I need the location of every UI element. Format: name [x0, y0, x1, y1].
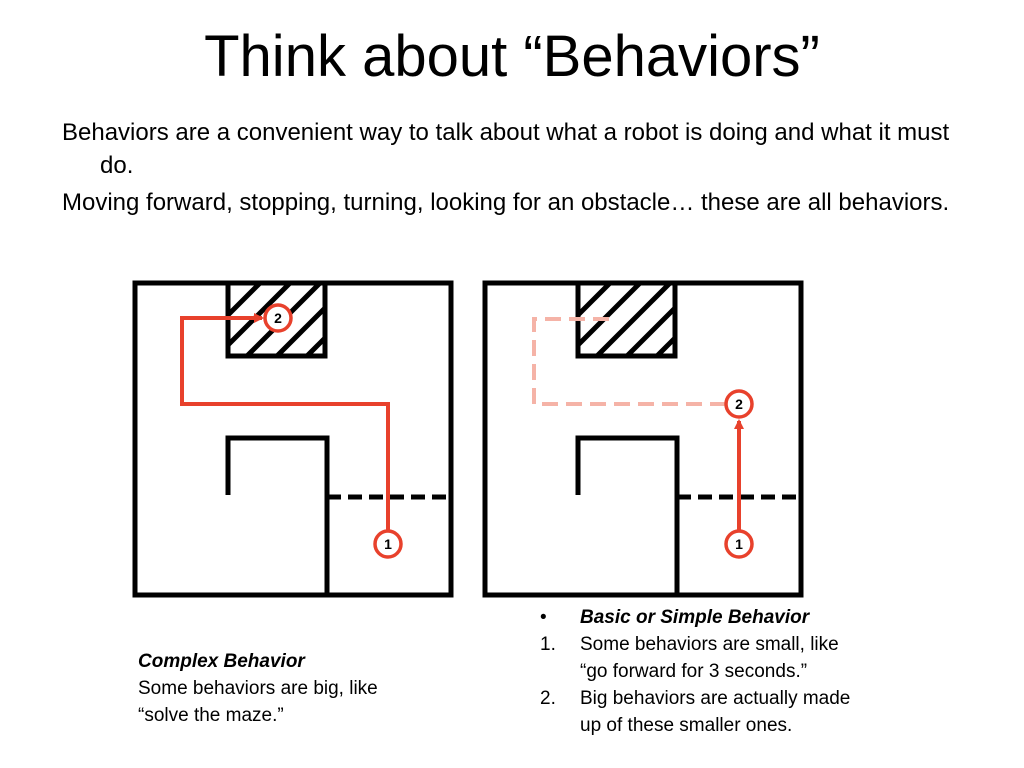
start-marker: 1: [724, 529, 754, 559]
simple-behavior-maze: 1 2: [482, 280, 804, 598]
svg-text:1: 1: [735, 536, 743, 552]
caption-line: “solve the maze.”: [138, 705, 284, 726]
path-arrow: [180, 313, 390, 530]
faded-path: [532, 317, 726, 406]
caption-heading-item: • Basic or Simple Behavior: [540, 604, 960, 631]
complex-behavior-caption: Complex Behavior Some behaviors are big,…: [138, 648, 458, 729]
bullet-list: Behaviors are a convenient way to talk a…: [62, 116, 962, 223]
list-number: 1.: [540, 634, 556, 655]
caption-line: Big behaviors are actually made: [580, 688, 851, 709]
start-marker: 1: [373, 529, 403, 559]
complex-behavior-maze: 1 2: [132, 280, 454, 598]
svg-text:2: 2: [274, 310, 282, 326]
inner-wall: [225, 435, 330, 595]
end-marker: 2: [724, 389, 754, 419]
caption-line: Some behaviors are big, like: [138, 678, 378, 699]
bullet-item: Moving forward, stopping, turning, looki…: [62, 189, 950, 216]
inner-wall: [575, 435, 680, 595]
bullet-marker: •: [540, 607, 547, 628]
caption-line: Some behaviors are small, like: [580, 634, 839, 655]
end-marker: 2: [263, 303, 293, 333]
caption-line: up of these smaller ones.: [580, 715, 793, 736]
obstacle-hatch: [228, 283, 325, 356]
obstacle-hatch: [578, 283, 675, 356]
bullet-item: Behaviors are a convenient way to talk a…: [62, 119, 950, 179]
caption-line: “go forward for 3 seconds.”: [580, 661, 808, 682]
svg-text:1: 1: [384, 536, 392, 552]
svg-text:2: 2: [735, 396, 743, 412]
list-item: 1. Some behaviors are small, like “go fo…: [540, 631, 960, 685]
simple-behavior-caption: • Basic or Simple Behavior 1. Some behav…: [540, 604, 960, 739]
list-item: 2. Big behaviors are actually made up of…: [540, 685, 960, 739]
caption-heading: Complex Behavior: [138, 651, 305, 672]
list-number: 2.: [540, 688, 556, 709]
slide-title: Think about “Behaviors”: [204, 24, 820, 89]
caption-heading: Basic or Simple Behavior: [580, 607, 810, 628]
